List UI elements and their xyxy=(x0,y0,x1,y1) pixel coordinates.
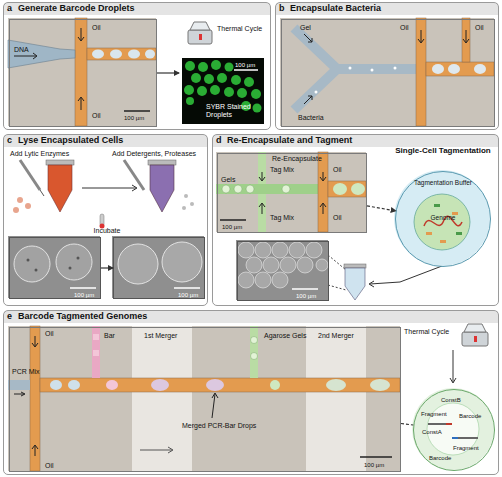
channel-label: 1st Merger xyxy=(144,332,190,340)
microfluidic-chip: OilBarPCR MixOil1st MergerAgarose GelsMe… xyxy=(9,327,401,472)
channel-label: Thermal Cycle xyxy=(217,25,267,33)
panel-title: c xyxy=(7,136,12,146)
flow-connector xyxy=(157,72,179,73)
sequence-label: Fragment xyxy=(453,445,479,452)
annotation-label: Add Lytic Enzymes xyxy=(10,150,90,158)
circle-border xyxy=(414,390,495,471)
annotation-label: Thermal Cycle xyxy=(404,328,458,336)
flow-connector xyxy=(367,206,396,211)
panel-title: Re-Encapsulate and Tagment xyxy=(227,136,352,146)
panel-title: Lyse Encapsulated Cells xyxy=(18,136,123,146)
panel-title: Encapsulate Bacteria xyxy=(290,4,381,14)
microfluidic-chip: GelBacteria Oil Oil xyxy=(281,19,495,127)
channel-label: Tag Mix xyxy=(270,214,300,222)
panel-title: Barcode Tagmented Genomes xyxy=(18,312,147,322)
microfluidic-chip: Re-EncapsulateGelsTag MixTag MixOilOil10… xyxy=(217,153,367,233)
panel-box: b Encapsulate BacteriaGelBacteria Oil Oil xyxy=(275,2,499,130)
sequence-label: ConstB xyxy=(441,397,461,404)
scale-label: 100 µm xyxy=(222,224,242,231)
sequence-label: Barcode xyxy=(429,455,451,462)
micrograph: 100 µm xyxy=(237,241,329,301)
circle-label: Genome xyxy=(421,214,465,221)
scale-label: 100 µm xyxy=(364,462,384,469)
channel-label: Agarose Gels xyxy=(264,332,310,340)
image-label: SYBR Stained Droplets xyxy=(206,103,264,118)
sequence-label: Barcode xyxy=(459,413,481,420)
sequence-label: ConstA xyxy=(422,429,442,436)
channel-label: Tag Mix xyxy=(270,166,300,174)
panel-title: b xyxy=(279,4,285,14)
droplet-circle: ConstBFragmentConstAFragmentBarcodeBarco… xyxy=(413,389,495,471)
panel-box: aGenerate Barcode DropletsDNAOilOil100 µ… xyxy=(3,2,271,130)
panel-box: d Re-Encapsulate and TagmentRe-Encapsulat… xyxy=(212,134,499,306)
micrograph: 100 µm xyxy=(113,237,205,299)
flow-connector xyxy=(401,424,413,426)
channel-label: Gel xyxy=(300,24,330,32)
circle-heading: Single-Cell Tagmentation xyxy=(387,147,499,156)
annotation-label: Add Detergents, Proteases xyxy=(112,150,202,158)
channel-label: Oil xyxy=(45,462,65,470)
channel-label: Bar xyxy=(104,332,124,340)
micrograph: 100 µm xyxy=(9,237,101,299)
panel-title: Generate Barcode Droplets xyxy=(18,4,135,14)
edge-label: Incubate xyxy=(94,227,121,235)
channel-label: Gels xyxy=(221,176,246,184)
scale-label: 100 µm xyxy=(296,293,316,300)
droplet-circle: Single-Cell TagmentationTagmentation Buf… xyxy=(395,171,491,267)
channel-label: Oil xyxy=(333,214,353,222)
panel-title: a xyxy=(7,4,12,14)
channel-label: Oil xyxy=(475,24,495,32)
channel-label: Oil xyxy=(92,24,122,32)
scale-label: 100 µm xyxy=(74,292,94,299)
channel-label: Oil xyxy=(92,112,122,120)
channel-label: Oil xyxy=(45,330,65,338)
panel-title: d xyxy=(216,136,222,146)
flow-connector xyxy=(101,267,113,268)
channel-label: Bacteria xyxy=(298,114,348,122)
scale-label: 100 µm xyxy=(124,115,144,122)
channel-label: Oil xyxy=(400,24,420,32)
scale-label: 100 µm xyxy=(235,62,255,69)
circle-label: Tagmentation Buffer xyxy=(405,179,481,186)
panel-box: c Lyse Encapsulated Cells 100 µm 100 µm xyxy=(3,134,208,306)
scale-label: 100 µm xyxy=(178,292,198,299)
panel-title: e xyxy=(7,312,12,322)
channel-label: Re-Encapsulate xyxy=(272,155,332,163)
circle-border xyxy=(396,172,491,267)
microfluidic-chip: DNAOilOil100 µm xyxy=(9,19,157,127)
channel-label: DNA xyxy=(14,46,54,54)
channel-label: PCR Mix xyxy=(12,368,52,376)
channel-label: 2nd Merger xyxy=(318,332,364,340)
sequence-label: Fragment xyxy=(421,411,447,418)
channel-label: Merged PCR-Bar Drops xyxy=(182,422,282,430)
channel-label: Oil xyxy=(333,166,353,174)
image-group: Thermal CycleSYBR Stained Droplets 100 µm xyxy=(179,19,269,127)
